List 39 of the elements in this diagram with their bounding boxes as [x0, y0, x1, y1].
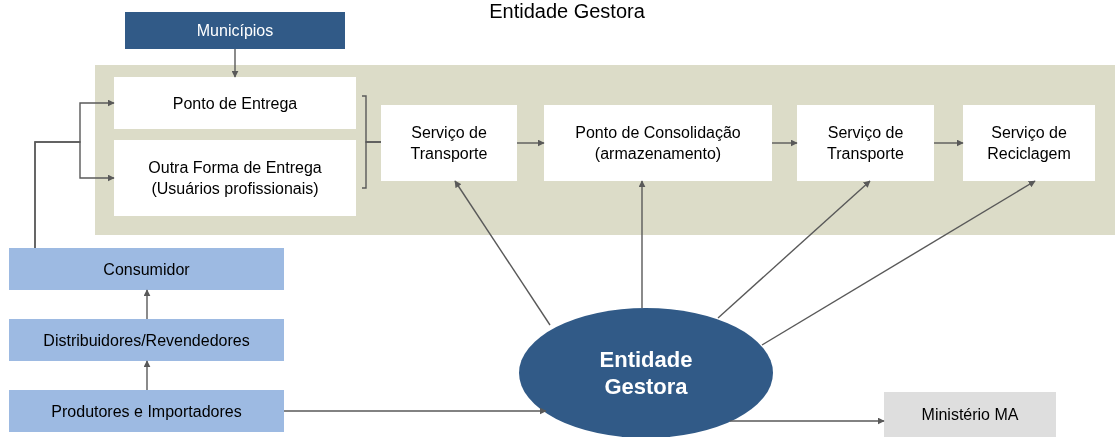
- arrow: [933, 139, 964, 147]
- arrow: [34, 141, 115, 249]
- process-box: [797, 105, 934, 181]
- node-label: Ponto de Entrega: [172, 93, 298, 114]
- arrow: [283, 407, 547, 415]
- node-label: Distribuidores/Revendedores: [43, 330, 250, 351]
- arrow: [516, 139, 545, 147]
- process-box: [381, 105, 517, 181]
- process-box: [9, 248, 284, 290]
- node-label: Serviço de Transporte: [826, 123, 905, 164]
- node-label: Municípios: [196, 21, 274, 41]
- node-label: Ministério MA: [921, 405, 1019, 425]
- process-box: [884, 392, 1056, 437]
- node-label: Consumidor: [103, 259, 190, 280]
- diagram-title: Entidade Gestora: [488, 0, 646, 22]
- process-box: [125, 12, 345, 49]
- node-label: Produtores e Importadores: [51, 401, 242, 422]
- bracket-connector: [361, 141, 382, 189]
- process-box: [963, 105, 1095, 181]
- arrow: [717, 180, 871, 319]
- arrow: [143, 289, 151, 320]
- arrow: [143, 360, 151, 391]
- node-label: Entidade Gestora: [598, 346, 694, 400]
- arrow: [771, 139, 798, 147]
- arrow: [231, 48, 239, 78]
- node-label: Ponto de Consolidação (armazenamento): [574, 123, 742, 164]
- node-label: Serviço de Reciclagem: [986, 123, 1072, 164]
- process-box: [114, 77, 356, 129]
- node-label: Serviço de Transporte: [409, 123, 489, 164]
- process-box: [9, 319, 284, 361]
- grouping-band: [95, 65, 1115, 235]
- node-label: Outra Forma de Entrega (Usuários profissionais): [147, 158, 323, 199]
- arrow: [761, 180, 1036, 346]
- process-box: [9, 390, 284, 432]
- process-box: [544, 105, 772, 181]
- process-box: [114, 140, 356, 216]
- arrow: [638, 180, 646, 309]
- arrow: [729, 417, 885, 425]
- arrow: [454, 180, 551, 326]
